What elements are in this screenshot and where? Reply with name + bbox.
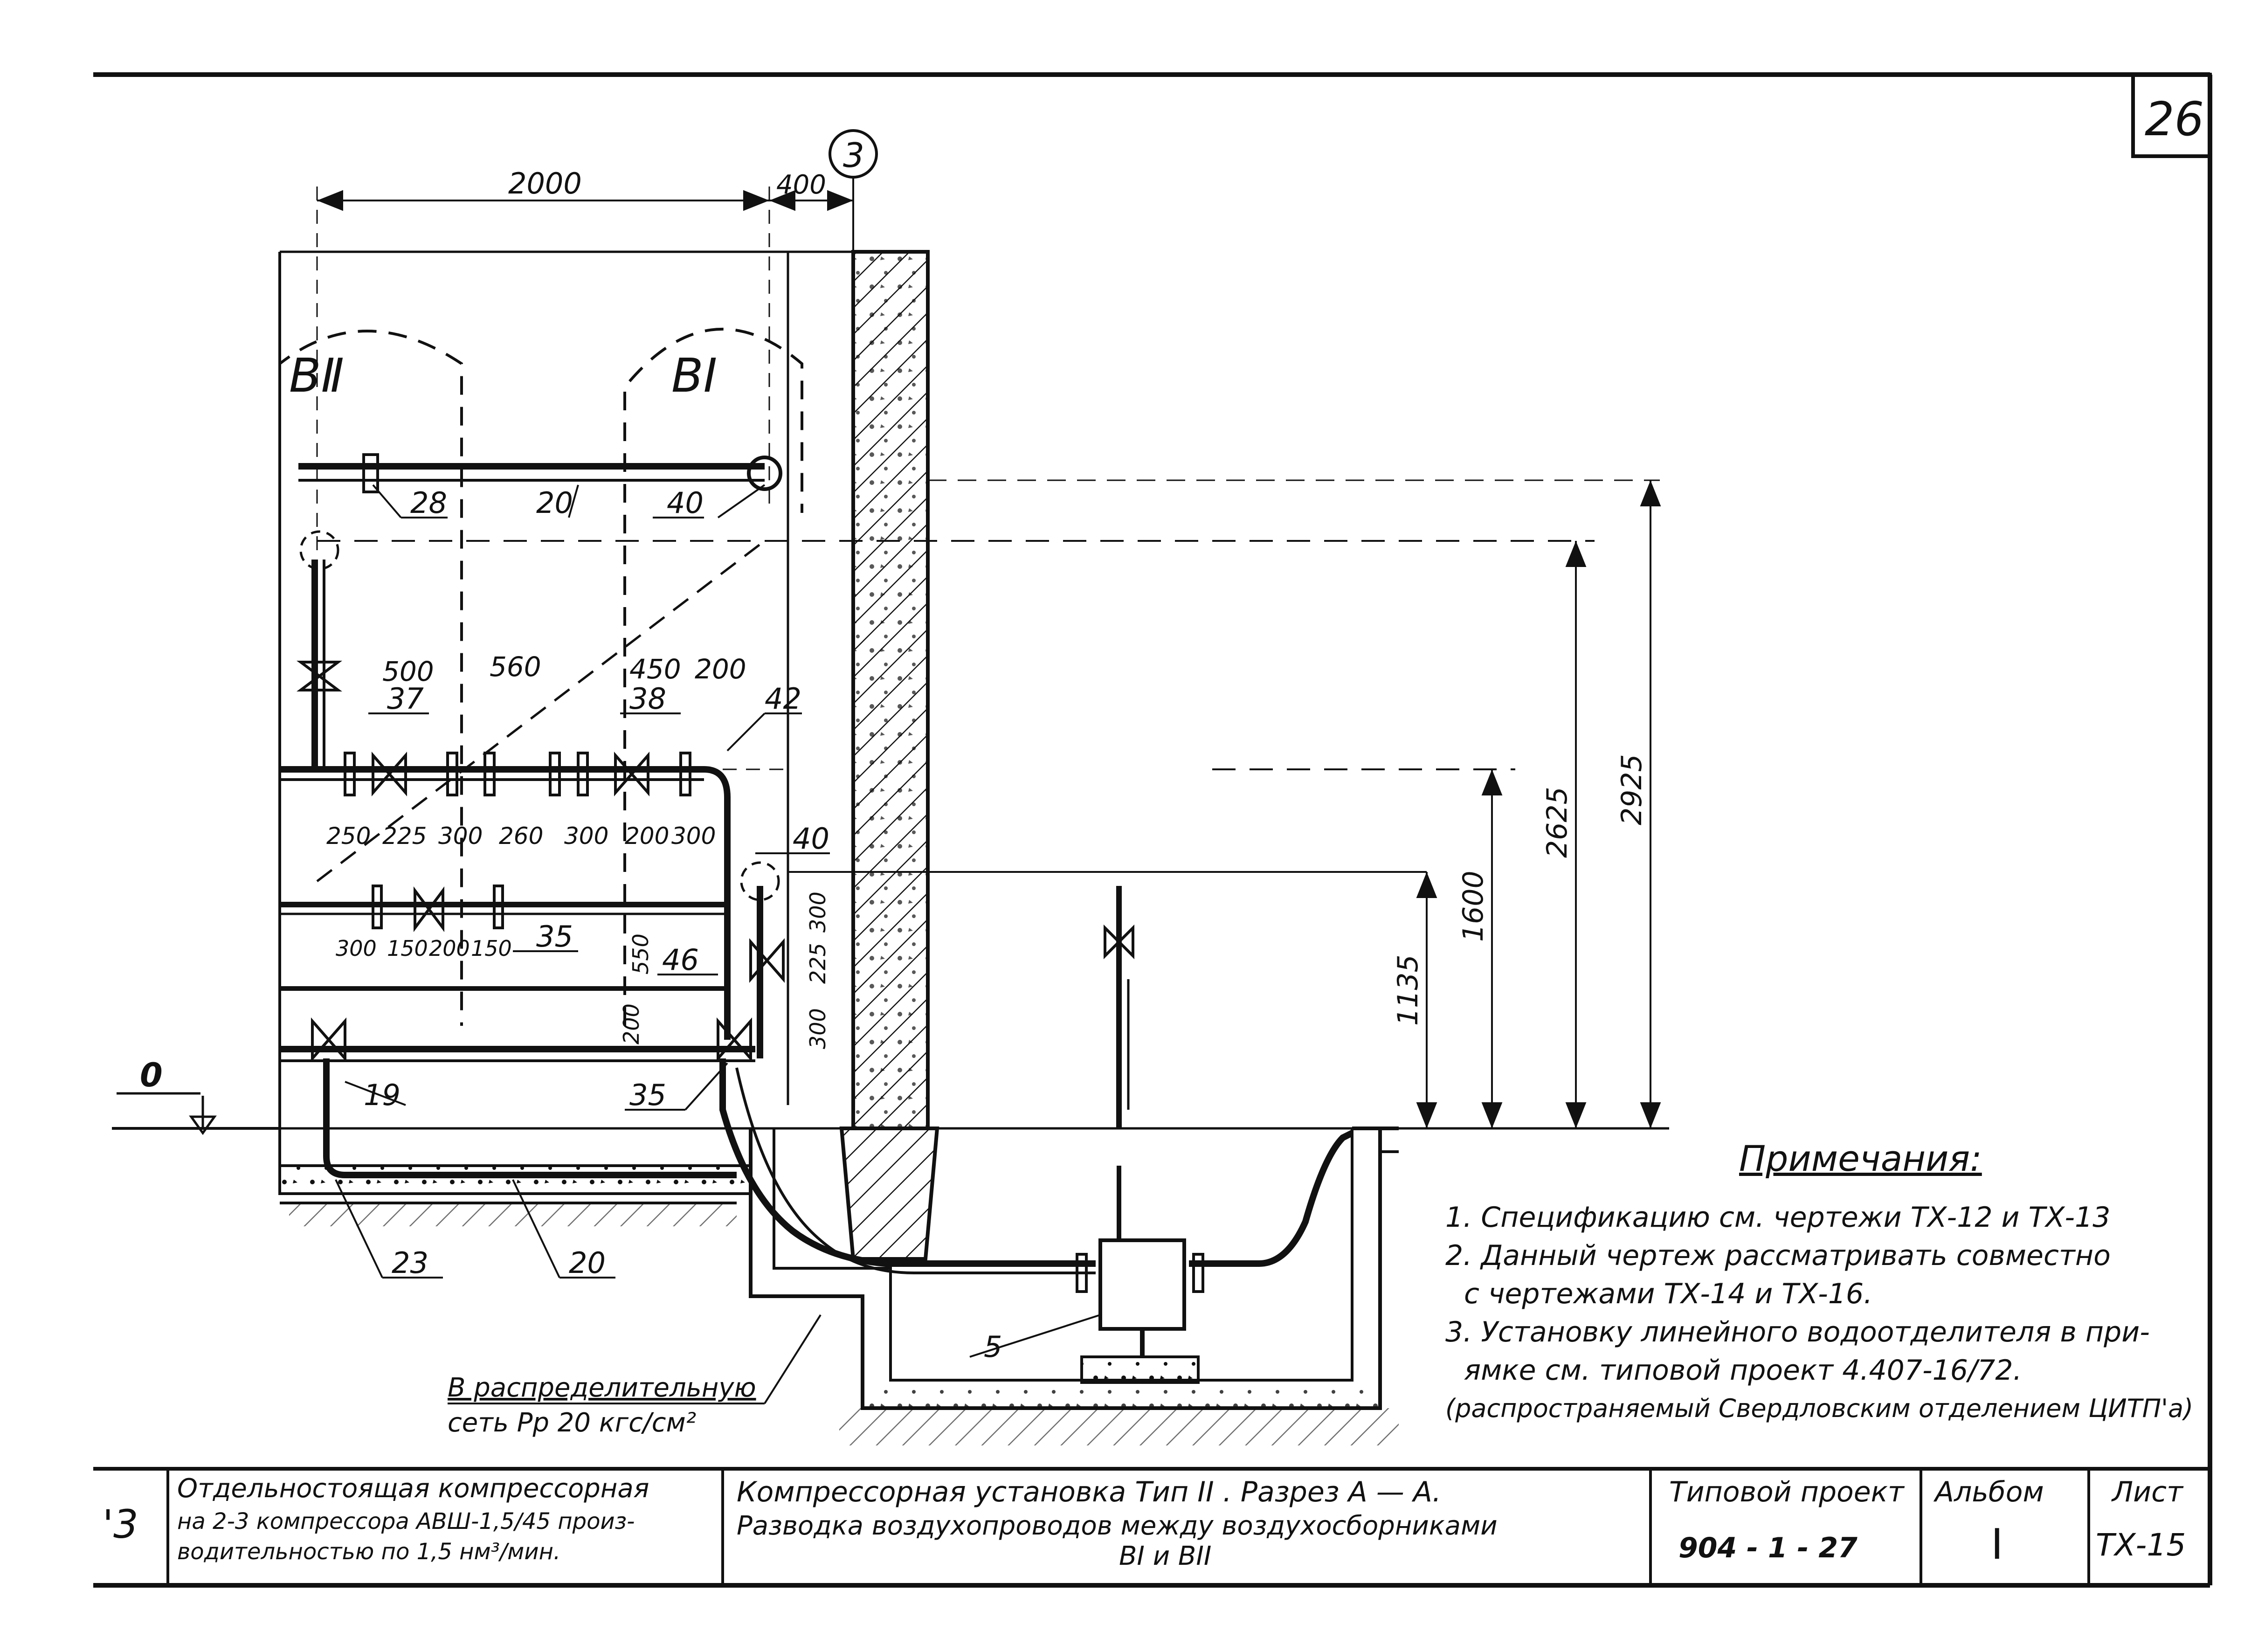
height-1135: 1135 <box>1392 954 1424 1026</box>
pos-5: 5 <box>984 1330 1002 1364</box>
note-3: 3. Установку линейного водоотделителя в … <box>1445 1316 2150 1348</box>
concrete-wall <box>839 250 939 1261</box>
height-2925: 2925 <box>1616 754 1648 825</box>
dim-150a: 150 <box>387 936 428 961</box>
title-left-code: '3 <box>103 1501 138 1547</box>
dim-200a: 200 <box>695 653 746 685</box>
pipe-row3 <box>280 861 785 1062</box>
dim-v200: 200 <box>619 1003 644 1044</box>
dim-v300b: 300 <box>805 1008 830 1049</box>
title-project-label: Типовой проект <box>1669 1476 1904 1508</box>
dim-300b: 300 <box>564 823 608 850</box>
note-2-cont: с чертежами ТХ-14 и ТХ-16. <box>1464 1278 1873 1310</box>
pos-28: 28 <box>410 486 447 520</box>
pos-46: 46 <box>662 943 699 977</box>
destination-line2: сеть Рр 20 кгс/см² <box>448 1408 696 1438</box>
dim-2000: 2000 <box>508 166 582 200</box>
note-source: (распространяемый Свердловским отделение… <box>1445 1394 2194 1423</box>
title-project-value: 904 - 1 - 27 <box>1678 1532 1857 1564</box>
dim-225: 225 <box>382 823 427 850</box>
dim-450: 450 <box>629 653 681 685</box>
air-receiver-bII <box>278 330 463 1026</box>
title-sheet-value: ТХ-15 <box>2096 1527 2186 1563</box>
level-zero-label: 0 <box>140 1056 163 1094</box>
top-dimension-lines <box>316 187 853 560</box>
height-dimensions <box>928 479 1661 1128</box>
air-receiver-bI <box>623 327 803 1026</box>
floor-slab <box>278 1164 752 1226</box>
pos-40a: 40 <box>667 486 704 520</box>
note-1: 1. Спецификацию см. чертежи ТХ-12 и ТХ-1… <box>1445 1201 2111 1234</box>
sheet-number: 26 <box>2145 92 2204 146</box>
axis-marker-label: 3 <box>843 136 864 175</box>
title-drawing-line1: Компрессорная установка Тип II . Разрез … <box>737 1476 1442 1508</box>
axis-marker <box>829 129 878 252</box>
dim-300d: 300 <box>336 936 377 961</box>
note-3-cont: ямке см. типовой проект 4.407-16/72. <box>1464 1354 2022 1387</box>
pos-35a: 35 <box>536 919 573 954</box>
title-drawing-line3: BI и BII <box>1119 1541 1212 1571</box>
separator-pit <box>749 1127 1399 1445</box>
dim-500: 500 <box>382 656 434 687</box>
dim-v225: 225 <box>805 943 830 984</box>
ground-level <box>112 1092 1669 1135</box>
pos-20b: 20 <box>569 1246 606 1280</box>
dim-150b: 150 <box>471 936 512 961</box>
height-1600: 1600 <box>1457 871 1490 942</box>
pos-37: 37 <box>387 682 424 716</box>
dim-200c: 200 <box>429 936 470 961</box>
title-block-grid <box>166 1469 2090 1585</box>
main-pipe-row1 <box>280 540 766 1040</box>
title-album-value: I <box>1991 1520 2003 1569</box>
title-album-label: Альбом <box>1935 1476 2044 1508</box>
pos-20a: 20 <box>536 486 573 520</box>
upper-pipe <box>298 453 782 493</box>
vessel-label-bII: BⅡ <box>289 348 344 403</box>
title-sheet-label: Лист <box>2112 1476 2183 1508</box>
dim-v550: 550 <box>628 933 653 975</box>
callout-leaders <box>335 484 1101 1404</box>
dim-300a: 300 <box>438 823 483 850</box>
notes-list: 1. Спецификацию см. чертежи ТХ-12 и ТХ-1… <box>1445 1198 2238 1428</box>
pos-38: 38 <box>629 682 666 716</box>
pos-23: 23 <box>392 1246 428 1280</box>
title-object-line1: Отдельностоящая компрессорная <box>177 1473 649 1504</box>
vessel-label-bI: BI <box>671 348 717 403</box>
dim-250: 250 <box>326 823 371 850</box>
pipe-row2 <box>280 885 727 932</box>
left-riser <box>297 530 342 769</box>
height-2625: 2625 <box>1541 787 1574 858</box>
dim-200b: 200 <box>625 823 669 850</box>
vent-riser <box>1104 886 1134 1128</box>
notes-title: Примечания: <box>1739 1138 1982 1179</box>
destination-line1: В распределительную <box>448 1373 756 1403</box>
pos-40b: 40 <box>793 822 829 856</box>
title-drawing-line2: Разводка воздухопроводов между воздухосб… <box>737 1511 1498 1541</box>
pos-42: 42 <box>765 682 801 716</box>
dim-300c: 300 <box>671 823 716 850</box>
title-object-line2: на 2-3 компрессора АВШ-1,5/45 произ- <box>177 1508 635 1534</box>
dim-400: 400 <box>776 170 826 200</box>
title-object-line3: водительностью по 1,5 нм³/мин. <box>177 1539 561 1565</box>
pos-35b: 35 <box>629 1078 666 1112</box>
sheet-frame <box>93 72 2212 1588</box>
building-outline <box>278 250 853 1194</box>
dim-260: 260 <box>499 823 543 850</box>
note-2: 2. Данный чертеж рассматривать совместно <box>1445 1239 2111 1272</box>
dim-v300a: 300 <box>805 892 830 933</box>
pos-19: 19 <box>364 1078 401 1112</box>
water-separator <box>1076 1166 1204 1384</box>
dim-560: 560 <box>490 651 541 683</box>
